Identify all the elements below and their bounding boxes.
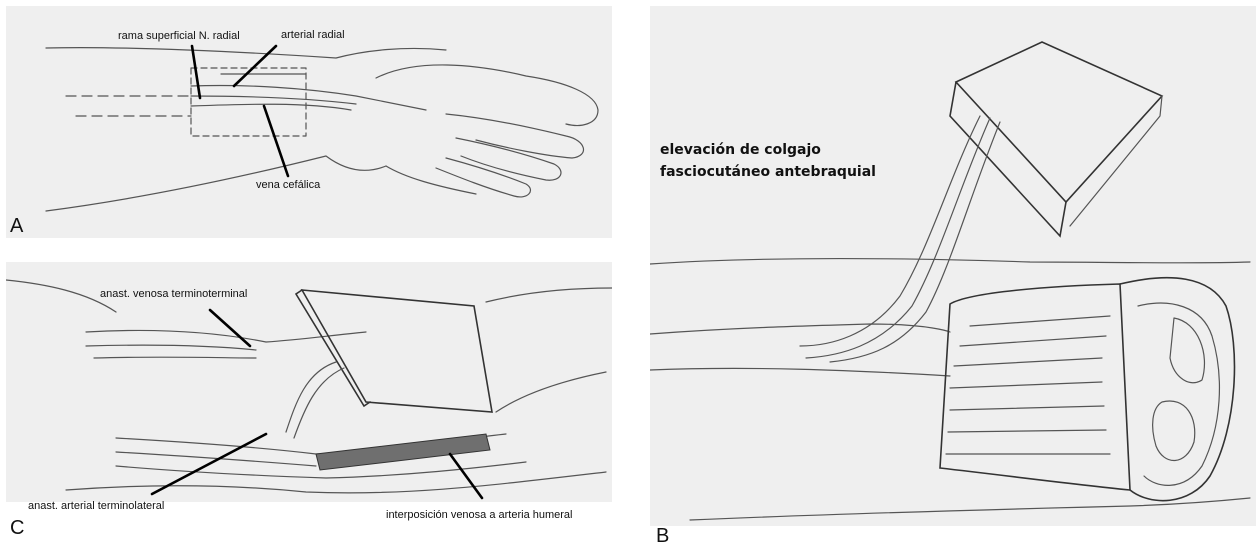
caption-line-2: fasciocutáneo antebraquial (660, 164, 876, 180)
panel-letter-b: B (656, 525, 669, 545)
label-nerve: rama superficial N. radial (118, 30, 240, 42)
figure-a: rama superficial N. radial arterial radi… (6, 6, 612, 238)
label-vein: vena cefálica (256, 179, 321, 191)
figure-b: elevación de colgajo fasciocutáneo anteb… (650, 6, 1258, 545)
figure-c: anast. venosa terminoterminal anast. art… (6, 262, 612, 545)
label-venous-anast: anast. venosa terminoterminal (100, 288, 247, 300)
label-artery: arterial radial (281, 29, 345, 41)
figure-b-sketch: elevación de colgajo fasciocutáneo anteb… (650, 6, 1258, 545)
figure-a-sketch: rama superficial N. radial arterial radi… (6, 6, 612, 238)
panel-letter-c: C (10, 517, 24, 539)
caption-line-1: elevación de colgajo (660, 142, 821, 158)
figure-c-sketch: anast. venosa terminoterminal anast. art… (6, 262, 612, 545)
label-arterial-anast: anast. arterial terminolateral (28, 500, 164, 512)
label-interposition: interposición venosa a arteria humeral (386, 509, 573, 521)
panel-letter-a: A (10, 215, 24, 237)
